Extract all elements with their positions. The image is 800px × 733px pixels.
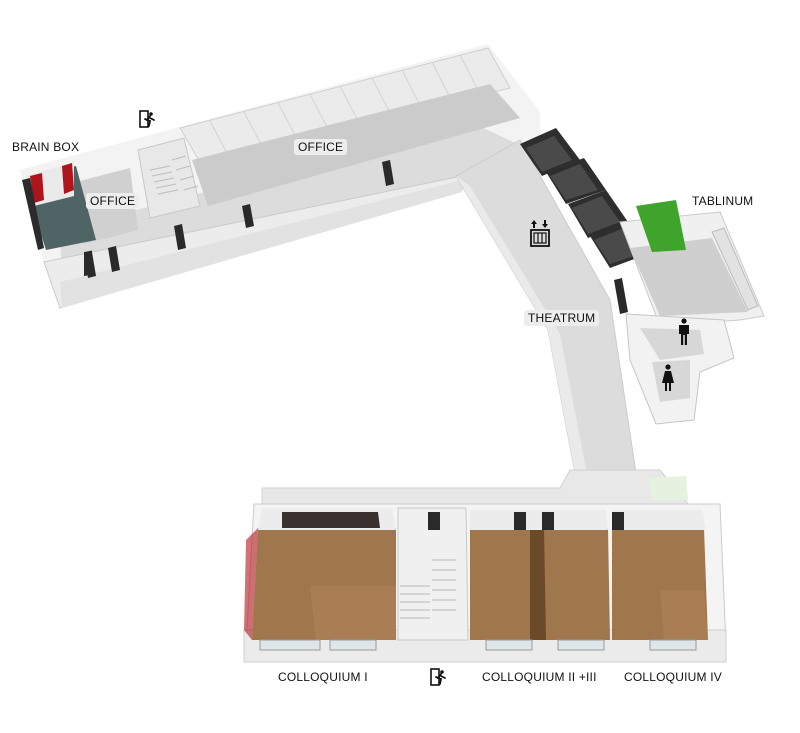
label-brain-box: BRAIN BOX — [12, 140, 80, 154]
label-office-left: OFFICE — [86, 193, 140, 209]
label-colloquium-1: COLLOQUIUM I — [278, 670, 368, 684]
label-office-top: OFFICE — [294, 139, 348, 155]
emergency-exit-icon — [430, 668, 448, 686]
label-tablinum: TABLINUM — [692, 194, 754, 208]
label-colloquium-2-3: COLLOQUIUM II +III — [482, 670, 597, 684]
elevator-icon — [530, 220, 550, 247]
top-wing — [20, 44, 540, 309]
tablinum-room — [619, 200, 765, 327]
women-restroom-icon — [662, 364, 674, 391]
label-theatrum: THEATRUM — [524, 310, 600, 326]
bottom-wing — [243, 503, 727, 663]
men-restroom-icon — [679, 318, 689, 345]
emergency-exit-icon — [139, 110, 157, 128]
label-colloquium-4: COLLOQUIUM IV — [624, 670, 722, 684]
